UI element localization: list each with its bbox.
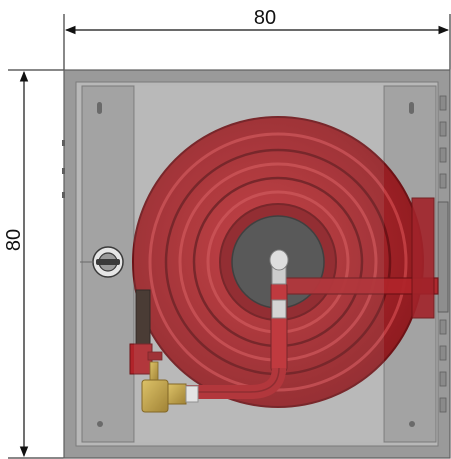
inlet-pipe <box>129 289 163 375</box>
lock-handle-icon <box>80 246 124 278</box>
nozzle-ring <box>271 299 287 319</box>
nozzle <box>269 249 289 373</box>
left-edge-marks <box>62 140 65 198</box>
height-label: 80 <box>3 229 25 251</box>
glass-door <box>134 86 384 442</box>
left-slot-top <box>97 102 102 114</box>
swing-arm-joint <box>411 197 435 319</box>
inlet-shutoff-handle <box>147 351 163 361</box>
width-dimension: 80 <box>63 7 451 70</box>
nozzle-tip <box>269 249 289 271</box>
swing-arm-bracket <box>437 201 449 313</box>
hose-coil-1 <box>148 132 408 392</box>
right-slot-top <box>409 102 414 114</box>
right-screw-bottom <box>409 421 415 427</box>
valve-coupling <box>185 385 199 403</box>
left-screw-bottom <box>97 421 103 427</box>
width-label: 80 <box>254 7 276 29</box>
height-dimension: 80 <box>3 69 66 459</box>
right-hinges <box>439 95 447 413</box>
valve <box>141 361 199 413</box>
supply-hose <box>179 365 286 399</box>
